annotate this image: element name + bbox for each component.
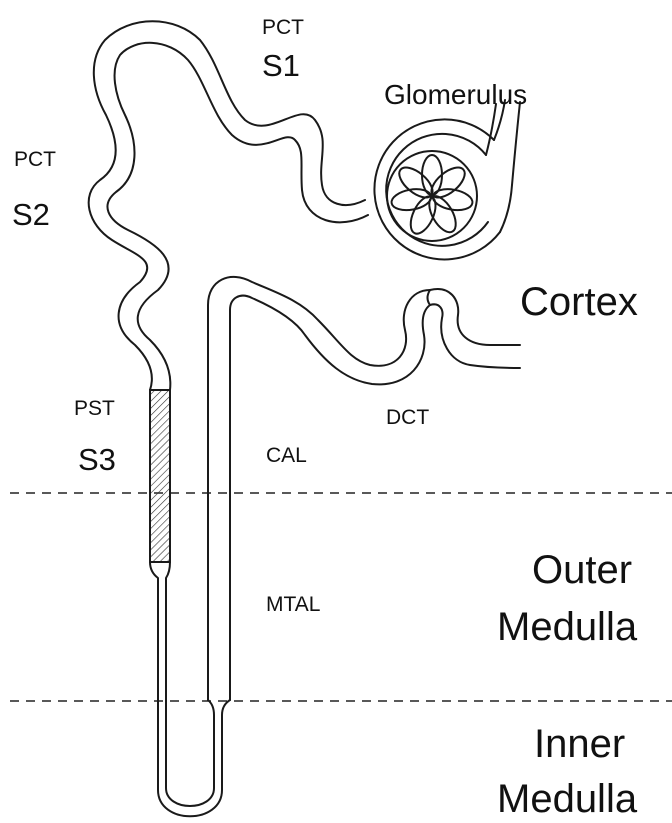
glomerulus-capsule bbox=[374, 100, 520, 259]
inner-medulla-label-line2: Medulla bbox=[497, 777, 638, 821]
pct-s2-label: PCT bbox=[14, 148, 56, 171]
outer-medulla-label-line1: Outer bbox=[532, 548, 632, 592]
s1-label: S1 bbox=[262, 48, 300, 83]
pars-recta-s3 bbox=[150, 390, 170, 562]
s2-label: S2 bbox=[12, 197, 50, 232]
s3-label: S3 bbox=[78, 442, 116, 477]
cal-label: CAL bbox=[266, 444, 307, 467]
mtal-label: MTAL bbox=[266, 593, 320, 616]
dct-label: DCT bbox=[386, 406, 429, 429]
glomerulus-label: Glomerulus bbox=[384, 79, 527, 110]
cortex-label: Cortex bbox=[520, 280, 638, 324]
distal-convoluted-tubule bbox=[428, 289, 521, 368]
thick-ascending-limb bbox=[208, 277, 430, 700]
proximal-convoluted-tubule bbox=[89, 21, 368, 390]
glomerulus-tuft bbox=[387, 151, 477, 241]
pst-label: PST bbox=[74, 397, 115, 420]
inner-medulla-label-line1: Inner bbox=[534, 722, 625, 766]
loop-of-henle bbox=[150, 562, 230, 816]
outer-medulla-label-line2: Medulla bbox=[497, 605, 638, 649]
pct-s1-label: PCT bbox=[262, 16, 304, 39]
